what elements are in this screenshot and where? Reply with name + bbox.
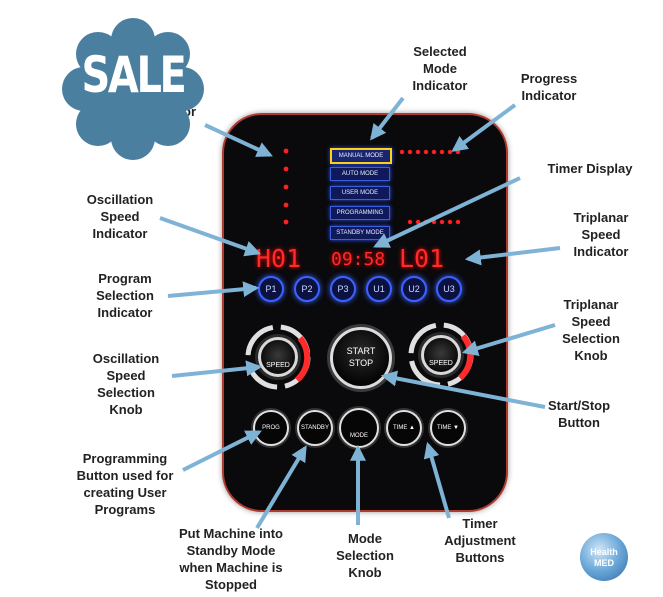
label-timer-display: Timer Display (547, 161, 633, 176)
progress-led-dot (447, 149, 453, 155)
sale-badge-shape (62, 18, 204, 160)
oscillation-speed-display: H01 (256, 244, 302, 273)
progress-led-dot (423, 149, 429, 155)
oscillation-led-dot (283, 166, 289, 172)
start-stop-button[interactable]: START STOP (330, 327, 392, 389)
program-button-u1[interactable]: U1 (366, 276, 392, 302)
progress-led-dot (439, 149, 445, 155)
healthmed-logo: Health MED (580, 533, 628, 581)
arrow-oscillation-knob (171, 360, 263, 378)
logo-line2: MED (594, 558, 614, 568)
arrow-triplanar-knob (461, 323, 556, 356)
label-programming-button: Programming Button used for creating Use… (76, 451, 174, 517)
triplanar-led-dot (439, 219, 445, 225)
triplanar-knob-label: SPEED (429, 360, 453, 367)
label-mode-knob: Mode Selection Knob (336, 531, 394, 580)
oscillation-knob-label: SPEED (266, 362, 290, 369)
standby-button[interactable]: STANDBY (297, 410, 333, 446)
label-progress: Progress Indicator (520, 71, 578, 103)
oscillation-speed-knob[interactable]: SPEED (258, 337, 298, 377)
oscillation-led-dot (283, 148, 289, 154)
label-timer-adjust: Timer Adjustment Buttons (444, 516, 516, 565)
arrow-timer-adjust (423, 441, 451, 519)
arrow-progress (451, 103, 517, 152)
time-down-button[interactable]: TIME ▼ (430, 410, 466, 446)
program-button-p3[interactable]: P3 (330, 276, 356, 302)
label-triplanar-indicator: Triplanar Speed Indicator (573, 210, 629, 259)
arrow-timer (373, 176, 521, 248)
timer-display: 09:58 (331, 249, 386, 270)
mode-knob[interactable]: MODE (339, 408, 379, 448)
time-up-button[interactable]: TIME ▲ (386, 410, 422, 446)
logo-line1: Health (590, 547, 618, 557)
arrow-partial (204, 123, 273, 157)
sale-badge-text: SALE (81, 46, 187, 104)
progress-led-dot (431, 149, 437, 155)
triplanar-led-dot (415, 219, 421, 225)
arrow-oscillation-indicator (159, 216, 262, 257)
mode-auto: AUTO MODE (330, 167, 390, 181)
oscillation-knob-red-arc (294, 336, 311, 383)
oscillation-led-dot (283, 202, 289, 208)
start-label: START (346, 346, 376, 356)
stop-label: STOP (348, 358, 374, 368)
program-button-p2[interactable]: P2 (294, 276, 320, 302)
mode-programming: PROGRAMMING (330, 206, 390, 220)
arrow-triplanar-indicator (464, 246, 561, 266)
label-oscillation-knob: Oscillation Speed Selection Knob (92, 351, 160, 417)
oscillation-led-dot (283, 219, 289, 225)
label-program-selection: Program Selection Indicator (96, 271, 154, 320)
oscillation-led-dot (283, 184, 289, 190)
mode-manual: MANUAL MODE (330, 148, 392, 164)
triplanar-speed-display: L01 (399, 244, 445, 273)
progress-led-dot (407, 149, 413, 155)
triplanar-led-dot (447, 219, 453, 225)
arrow-standby (255, 445, 307, 530)
label-standby: Put Machine into Standby Mode when Machi… (179, 526, 283, 592)
label-triplanar-knob: Triplanar Speed Selection Knob (562, 297, 620, 363)
mode-user: USER MODE (330, 186, 390, 200)
triplanar-knob-red-arc (457, 334, 474, 381)
label-selected-mode: Selected Mode Indicator (412, 44, 468, 93)
triplanar-led-dot (407, 219, 413, 225)
triplanar-speed-knob[interactable]: SPEED (421, 335, 461, 375)
program-button-u2[interactable]: U2 (401, 276, 427, 302)
label-start-stop: Start/Stop Button (547, 398, 611, 430)
arrow-start-stop (380, 370, 546, 409)
prog-button[interactable]: PROG (253, 410, 289, 446)
label-oscillation-indicator: Oscillation Speed Indicator (86, 192, 154, 241)
triplanar-led-dot (455, 219, 461, 225)
progress-led-dot (415, 149, 421, 155)
arrow-selected-mode (370, 96, 405, 141)
program-button-u3[interactable]: U3 (436, 276, 462, 302)
progress-led-dot (399, 149, 405, 155)
arrow-programming (182, 430, 262, 472)
arrow-program-selection (167, 281, 260, 298)
